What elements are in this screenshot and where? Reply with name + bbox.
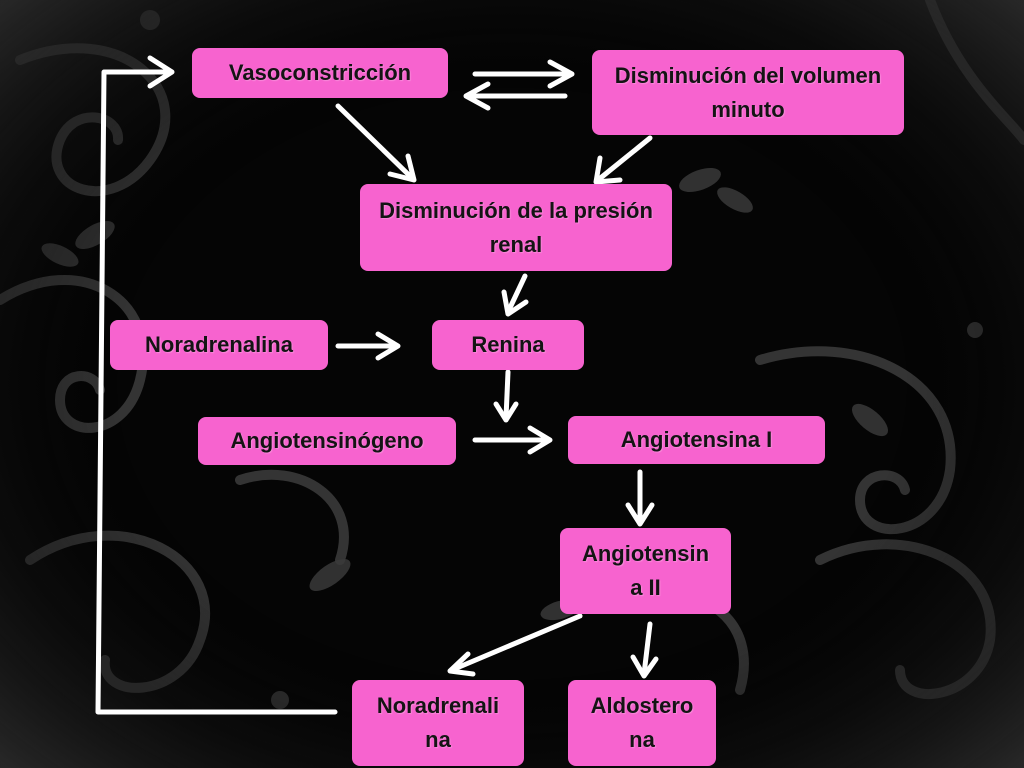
node-noradrenalina-bottom: Noradrenali na <box>352 680 524 766</box>
node-angiotensinogeno: Angiotensinógeno <box>198 417 456 465</box>
node-angiotensina-2: Angiotensin a II <box>560 528 731 614</box>
node-angiotensina-1: Angiotensina I <box>568 416 825 464</box>
node-vasoconstriccion: Vasoconstricción <box>192 48 448 98</box>
node-disminucion-presion: Disminución de la presión renal <box>360 184 672 271</box>
node-renina: Renina <box>432 320 584 370</box>
node-aldosterona: Aldostero na <box>568 680 716 766</box>
node-noradrenalina-top: Noradrenalina <box>110 320 328 370</box>
node-disminucion-volumen: Disminución del volumen minuto <box>592 50 904 135</box>
